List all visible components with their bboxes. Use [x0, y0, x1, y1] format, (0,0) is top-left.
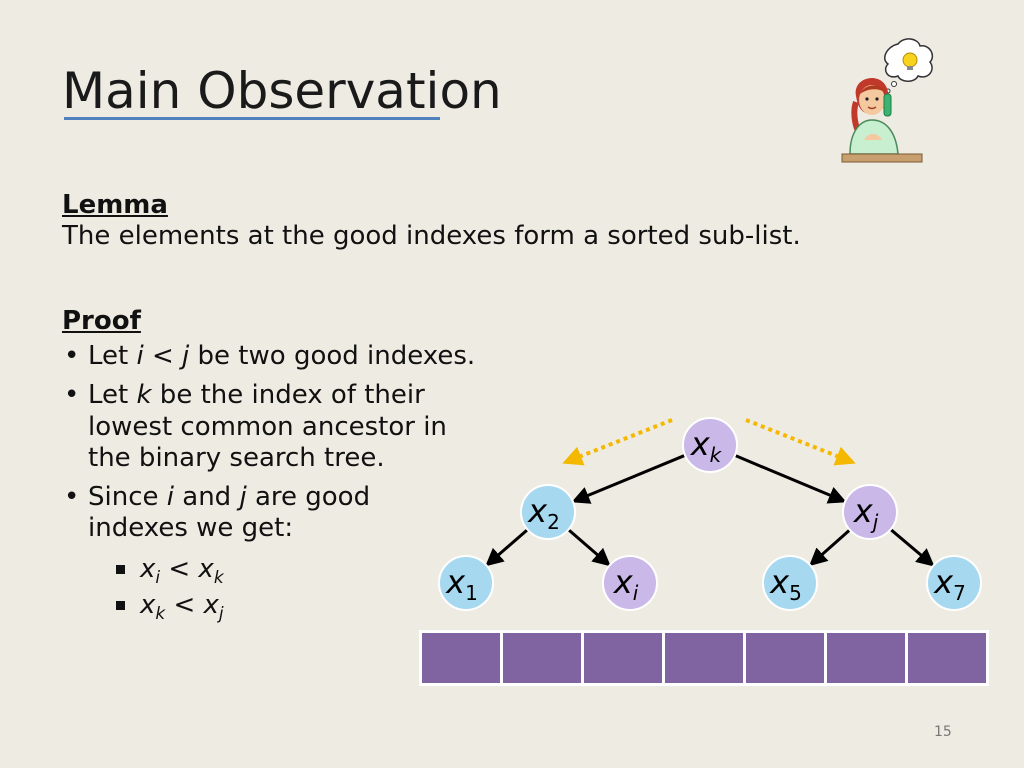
lemma-text: The elements at the good indexes form a …	[62, 221, 801, 252]
node-label: xi	[613, 563, 639, 605]
proof-bullet-1: Let i < j be two good indexes.	[62, 341, 522, 372]
node-label: x1	[445, 563, 478, 605]
thinking-girl-clipart	[841, 38, 934, 163]
tree-edge-xk-x2	[571, 453, 686, 504]
node-label: xk	[690, 425, 723, 467]
proof-heading: Proof	[62, 306, 141, 336]
tree-edge-xk-xj	[734, 454, 847, 504]
node-circle	[926, 555, 982, 611]
lemma-block: Lemma The elements at the good indexes f…	[62, 190, 801, 252]
node-label: xj	[853, 492, 879, 534]
tree-edge-xj-x7	[889, 528, 935, 567]
proof-block: Proof Let i < j be two good indexes. Let…	[62, 306, 522, 631]
tree-node-xi: xi	[602, 555, 658, 611]
node-circle	[438, 555, 494, 611]
node-circle	[682, 417, 738, 473]
right-dotted-arrow	[745, 418, 856, 466]
array-cell	[827, 633, 905, 683]
sub-bullet-xi-lt-xk: xi < xk	[116, 554, 408, 588]
tree-edge-x2-x1	[485, 528, 529, 567]
tree-edges	[485, 453, 935, 567]
node-label: x7	[933, 563, 966, 605]
array-cell	[503, 633, 581, 683]
tree-node-x5: x5	[762, 555, 818, 611]
title-underline	[64, 117, 440, 120]
slide-title: Main Observation	[62, 62, 502, 120]
node-circle	[602, 555, 658, 611]
tree-nodes: xk x2 xj x1 xi x5 x7	[438, 417, 982, 611]
node-label: x2	[527, 492, 560, 534]
tree-node-xj: xj	[842, 484, 898, 540]
array-cell	[584, 633, 662, 683]
array-row	[419, 630, 989, 686]
left-dotted-arrow	[562, 418, 673, 466]
tree-node-x2: x2	[520, 484, 576, 540]
node-label: x5	[769, 563, 802, 605]
array-cell	[908, 633, 986, 683]
tree-edge-xj-x5	[808, 528, 851, 567]
array-cell	[746, 633, 824, 683]
sub-bullet-xk-lt-xj: xk < xj	[116, 590, 408, 623]
tree-edge-x2-xi	[567, 528, 611, 567]
node-circle	[520, 484, 576, 540]
array-cell	[665, 633, 743, 683]
array-cell	[422, 633, 500, 683]
proof-bullet-2: Let k be the index of their lowest commo…	[62, 380, 488, 474]
tree-node-x7: x7	[926, 555, 982, 611]
proof-bullet-3: Since i and j are good indexes we get: x…	[62, 482, 408, 623]
tree-node-x1: x1	[438, 555, 494, 611]
proof-sub-bullets: xi < xk xk < xj	[116, 554, 408, 623]
tree-node-xk: xk	[682, 417, 738, 473]
node-circle	[762, 555, 818, 611]
lemma-heading: Lemma	[62, 190, 168, 220]
proof-bullets: Let i < j be two good indexes. Let k be …	[62, 341, 522, 623]
page-number: 15	[934, 724, 952, 740]
node-circle	[842, 484, 898, 540]
